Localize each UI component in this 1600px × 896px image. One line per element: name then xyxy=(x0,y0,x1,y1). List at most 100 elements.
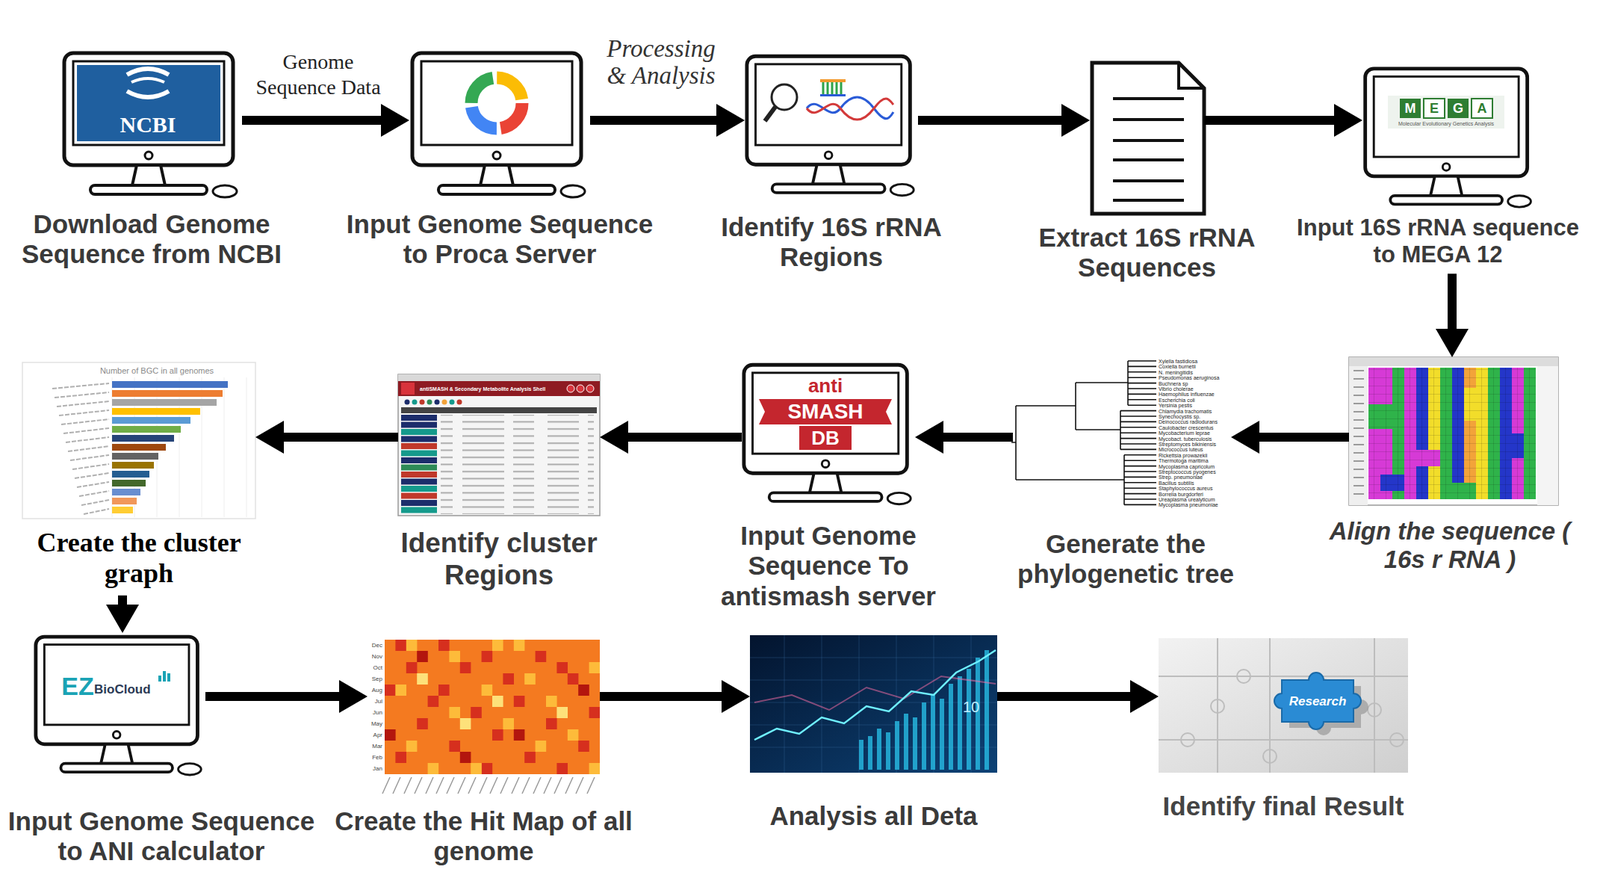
heatmap-part xyxy=(384,639,600,774)
antismash-screenshot-part xyxy=(401,382,415,395)
stock-chart-image-part-part xyxy=(912,717,918,770)
heatmap-part-part xyxy=(513,729,526,741)
antismash-screenshot-part xyxy=(401,492,437,499)
heatmap-part-part xyxy=(502,717,514,730)
bar-chart-part xyxy=(112,407,201,415)
heatmap-part-part xyxy=(460,717,472,730)
flow-arrow xyxy=(918,103,1090,137)
heatmap-part-part xyxy=(428,762,440,774)
dna-monitor-part xyxy=(746,56,914,196)
document-icon-part xyxy=(1178,62,1205,89)
antismash-screenshot-part xyxy=(401,457,437,464)
caption-area: Extract 16S rRNA Sequences xyxy=(1020,222,1275,284)
caption-area: Analysis all Deta xyxy=(724,800,1024,831)
alignment-grid-part xyxy=(1349,366,1368,505)
icon-label: Jun xyxy=(372,709,383,716)
stock-chart-image-part-part xyxy=(921,702,927,770)
flow-arrow xyxy=(1204,103,1363,137)
process-step: Download Genome Sequence from NCBI xyxy=(61,50,243,276)
icon-label: Mycoplasma pneumoniae xyxy=(1158,501,1219,508)
heatmap-part xyxy=(384,639,600,774)
antismash-screenshot-part xyxy=(398,380,600,396)
arrow-head xyxy=(1435,328,1469,358)
process-step: Identify cluster Regions xyxy=(398,374,600,597)
antismash-screenshot-part xyxy=(412,399,418,405)
heatmap-part-part xyxy=(492,639,504,651)
stock-chart-image-part-part xyxy=(894,720,900,770)
dna-monitor-part xyxy=(823,82,842,95)
antismash-screenshot-part xyxy=(401,464,437,471)
bar-chart-part xyxy=(112,377,247,517)
antismash-screenshot-part xyxy=(442,399,448,405)
icon-label: Ureaplasma urealyticum xyxy=(1158,496,1215,502)
icon-label: Number of BGC in all genomes xyxy=(100,366,214,375)
icon-label: E xyxy=(1429,101,1439,116)
heatmap-part-part xyxy=(556,661,568,674)
heatmap-part-part xyxy=(428,695,440,707)
heatmap-part-part xyxy=(416,717,429,730)
bar-chart-part xyxy=(112,452,159,460)
icon-label: 10 xyxy=(962,699,980,715)
arrow-head xyxy=(1230,420,1260,454)
heatmap-part-part xyxy=(448,650,461,662)
arrow-shaft xyxy=(242,115,383,125)
stock-chart-image-part-part xyxy=(876,728,882,770)
bar-chart-part xyxy=(112,461,154,469)
arrow-shaft xyxy=(918,115,1063,125)
mega-monitor xyxy=(1365,68,1532,207)
antismash-screenshot-part xyxy=(449,399,455,405)
step-caption: Identify 16S rRNA Regions xyxy=(704,212,959,273)
stock-chart-image-part-part xyxy=(885,732,891,770)
stock-chart-image-part xyxy=(749,634,998,773)
antismash-screenshot-part xyxy=(401,450,437,457)
icon-label: G xyxy=(1452,101,1464,116)
edge-label: Processing & Analysis xyxy=(606,35,715,89)
caption-area: Create the Hit Map of all genome xyxy=(332,805,635,867)
mega-monitor-part xyxy=(1387,95,1505,129)
stock-chart-image-part-part xyxy=(903,713,909,770)
icon-label: Mycoplasma capricolum xyxy=(1158,463,1215,469)
arrow-head xyxy=(106,604,139,633)
arrow-head xyxy=(599,420,629,454)
arrow-shaft xyxy=(1257,432,1350,442)
heatmap-part-part xyxy=(578,740,590,752)
puzzle-image-part-part xyxy=(1263,749,1277,763)
arrow-head xyxy=(1130,679,1159,713)
antismash-screenshot-part xyxy=(401,436,437,443)
icon-label: Streptomyces bikiniensis xyxy=(1158,441,1217,447)
icon-label: EZ xyxy=(61,673,94,699)
icon-label: Oct xyxy=(373,664,383,671)
stock-chart-image-part xyxy=(754,676,996,710)
heatmap-part-part xyxy=(524,673,536,685)
ezbiocloud-monitor-part xyxy=(167,673,171,682)
puzzle-image-part xyxy=(1180,669,1404,763)
phylogenetic-tree xyxy=(1011,360,1157,505)
flow-arrow xyxy=(915,420,1013,454)
bar-chart-part xyxy=(112,506,133,514)
antismash-screenshot-part xyxy=(398,374,600,516)
step-caption: Generate the phylogenetic tree xyxy=(998,528,1253,590)
process-step: Input Genome Sequence to ANI calculator xyxy=(33,632,206,873)
arrow-shaft xyxy=(941,432,1013,442)
icon-label: Molecular Evolutionary Genetics Analysis xyxy=(1398,121,1494,127)
flow-arrow xyxy=(997,679,1159,713)
antismash-monitor xyxy=(743,364,911,505)
puzzle-image-part xyxy=(1274,672,1361,730)
heatmap-part-part xyxy=(556,762,568,774)
antismash-screenshot-part xyxy=(401,478,437,485)
process-step: Identify 16S rRNA Regions xyxy=(744,53,919,279)
antismash-screenshot-part xyxy=(401,485,437,492)
heatmap-part-part xyxy=(546,695,558,707)
proca-monitor xyxy=(412,53,585,198)
flow-arrow xyxy=(255,420,399,454)
icon-label: Xylella fastidiosa xyxy=(1158,358,1198,364)
proca-monitor-part xyxy=(471,77,523,129)
heatmap-part-part xyxy=(384,684,396,696)
heatmap-part-part xyxy=(567,673,579,685)
icon-label: anti xyxy=(808,375,843,396)
step-caption: Input 16S rRNA sequence to MEGA 12 xyxy=(1292,214,1584,268)
caption-area: Download Genome Sequence from NCBI xyxy=(9,209,294,270)
ncbi-monitor xyxy=(64,53,237,198)
icon-label: Yersinia pestis xyxy=(1158,402,1193,408)
